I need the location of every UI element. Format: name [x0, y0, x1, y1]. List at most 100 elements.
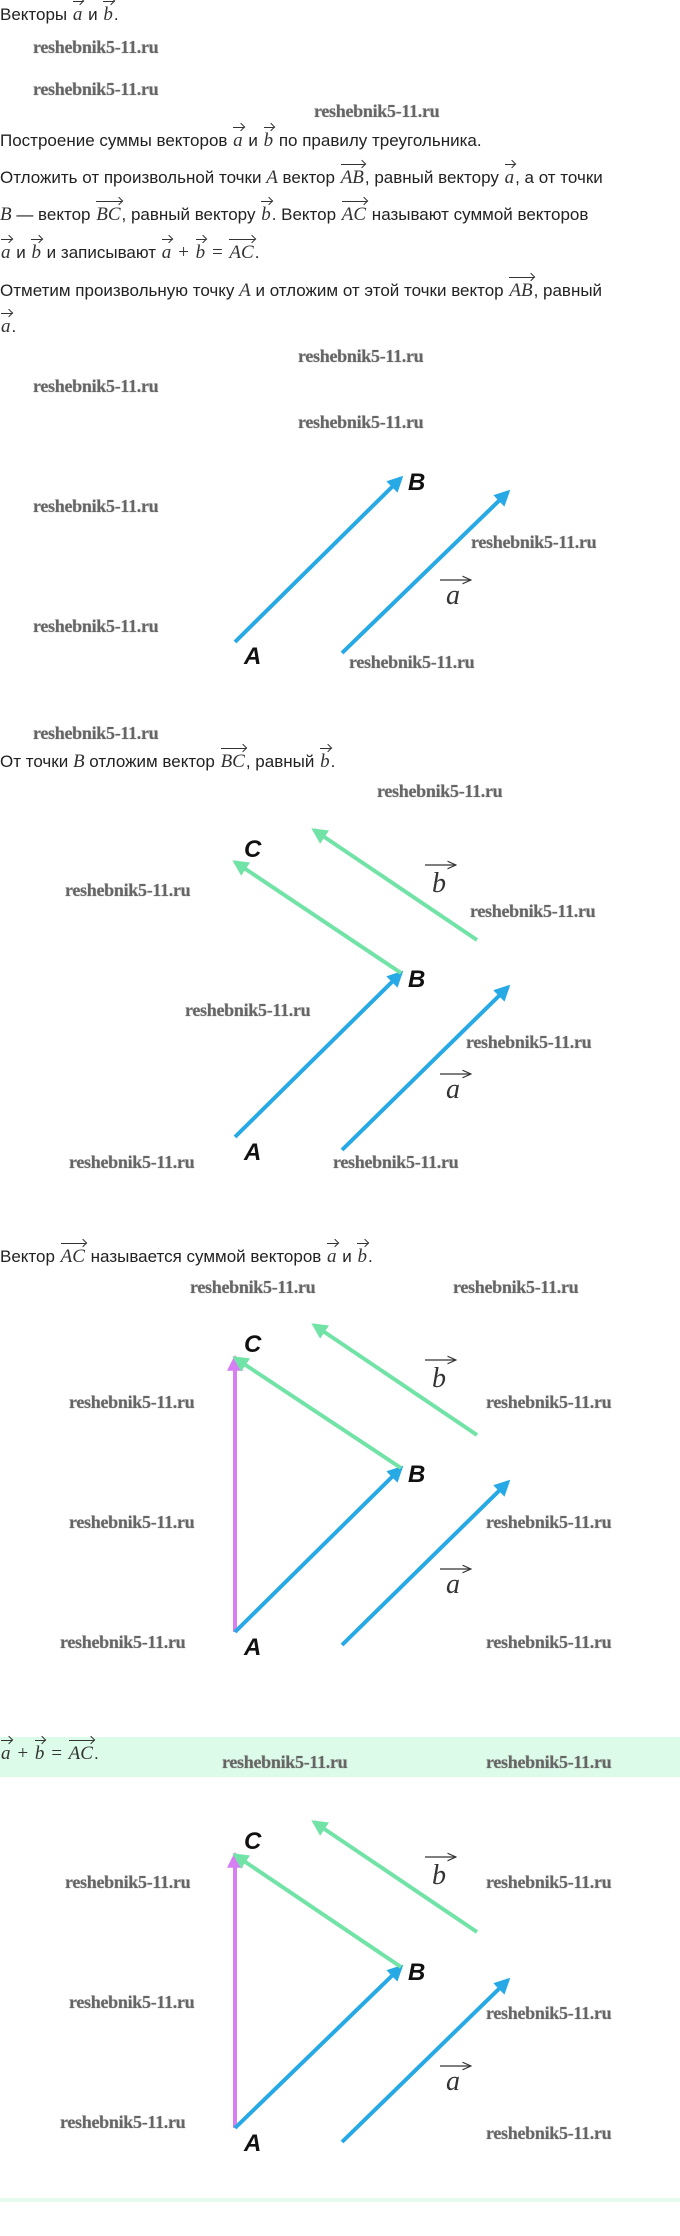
operator: = — [206, 242, 229, 263]
text: вектор — [277, 168, 340, 187]
step1-line-2: a. — [0, 313, 17, 340]
vector-b: b — [261, 201, 272, 225]
vector-ab-arrow — [233, 475, 404, 644]
text: называется суммой векторов — [85, 1247, 327, 1266]
watermark: reshebnik5-11.ru — [33, 376, 159, 396]
result-formula: a + b = AC. — [0, 1740, 99, 1767]
vector-b: b — [34, 1740, 45, 1764]
vector-a: a — [0, 239, 12, 263]
watermark: reshebnik5-11.ru — [69, 1512, 195, 1532]
watermark: reshebnik5-11.ru — [222, 1752, 348, 1772]
watermark: reshebnik5-11.ru — [185, 1000, 311, 1020]
text: . — [367, 1247, 373, 1266]
text: Построение суммы векторов — [0, 131, 233, 150]
vector-ab-arrow — [233, 970, 404, 1139]
rule-line-3: a и b и записывают a + b = AC. — [0, 239, 260, 266]
vector-b: b — [103, 1, 114, 25]
diagram-vector-ab: B A a — [233, 469, 511, 670]
watermark: reshebnik5-11.ru — [314, 101, 440, 121]
text: . — [254, 243, 260, 262]
point-b-label: B — [408, 469, 425, 496]
text: — вектор — [11, 205, 96, 224]
text: , равный — [533, 281, 603, 300]
vector-b: b — [195, 239, 206, 263]
text: Отложить от произвольной точки — [0, 168, 267, 187]
watermark: reshebnik5-11.ru — [33, 79, 159, 99]
point: A — [266, 167, 278, 188]
watermark: reshebnik5-11.ru — [466, 1032, 592, 1052]
vector-b-label: b — [432, 868, 446, 899]
watermark: reshebnik5-11.ru — [298, 412, 424, 432]
text: по правилу треугольника. — [274, 131, 482, 150]
watermark: reshebnik5-11.ru — [33, 37, 159, 57]
watermark: reshebnik5-11.ru — [69, 1992, 195, 2012]
watermark: reshebnik5-11.ru — [486, 1392, 612, 1412]
watermark: reshebnik5-11.ru — [486, 1632, 612, 1652]
watermark: reshebnik5-11.ru — [298, 346, 424, 366]
vector-b: b — [263, 127, 274, 151]
point-a-label: A — [243, 1634, 261, 1661]
vector-bc-arrow — [232, 1356, 403, 1470]
operator: = — [45, 1743, 68, 1764]
watermark: reshebnik5-11.ru — [33, 496, 159, 516]
watermark: reshebnik5-11.ru — [486, 2123, 612, 2143]
step3-line: Вектор AC называется суммой векторов a и… — [0, 1243, 373, 1270]
step1-line-1: Отметим произвольную точку A и отложим о… — [0, 277, 603, 304]
watermark: reshebnik5-11.ru — [486, 1752, 612, 1772]
vector-a-label: a — [446, 1074, 460, 1105]
text: , а от точки — [515, 168, 603, 187]
text: , равный вектору — [121, 205, 261, 224]
watermark: reshebnik5-11.ru — [69, 1392, 195, 1412]
vector-a-label: a — [446, 2066, 460, 2097]
vector-a: a — [504, 164, 515, 188]
vector-a: a — [326, 1243, 338, 1267]
watermark: reshebnik5-11.ru — [65, 880, 191, 900]
watermark: reshebnik5-11.ru — [33, 616, 159, 636]
vector-ac: AC — [60, 1243, 87, 1267]
watermark: reshebnik5-11.ru — [470, 901, 596, 921]
watermark: reshebnik5-11.ru — [486, 1512, 612, 1532]
text: отложим вектор — [84, 752, 220, 771]
vector-a-arrow — [340, 489, 511, 655]
text: , равный — [245, 752, 320, 771]
diagram-result: C B A b a — [227, 1820, 511, 2157]
text: . Вектор — [271, 205, 341, 224]
text: . — [11, 317, 17, 336]
step2-line: От точки B отложим вектор BC, равный b. — [0, 748, 336, 775]
result-bottom-border — [0, 2198, 680, 2202]
vector-b: b — [357, 1243, 368, 1267]
vector-a: a — [72, 1, 83, 25]
vector-ac: AC — [68, 1740, 95, 1764]
watermark: reshebnik5-11.ru — [60, 2112, 186, 2132]
vector-a: a — [0, 313, 12, 337]
vector-a-label: a — [446, 1569, 460, 1600]
watermark: reshebnik5-11.ru — [349, 652, 475, 672]
text: От точки — [0, 752, 73, 771]
point: B — [72, 751, 85, 772]
watermark: reshebnik5-11.ru — [60, 1632, 186, 1652]
vector-a-arrow — [340, 1977, 511, 2144]
point-b-label: B — [408, 1461, 425, 1488]
watermark: reshebnik5-11.ru — [190, 1277, 316, 1297]
point: B — [0, 204, 12, 225]
watermark: reshebnik5-11.ru — [453, 1277, 579, 1297]
vector-b-arrow — [311, 1323, 479, 1437]
point-b-label: B — [408, 1959, 425, 1986]
point: A — [239, 280, 251, 301]
point-a-label: A — [243, 1139, 261, 1166]
text: , равный вектору — [364, 168, 504, 187]
vector-b-arrow — [311, 828, 479, 942]
vector-ab-arrow — [233, 1964, 404, 2130]
text: . — [113, 5, 119, 24]
watermark: reshebnik5-11.ru — [471, 532, 597, 552]
text: . — [330, 752, 336, 771]
text: и — [83, 5, 103, 24]
point-c-label: C — [244, 1828, 262, 1855]
text: Отметим произвольную точку — [0, 281, 240, 300]
watermark: reshebnik5-11.ru — [69, 1152, 195, 1172]
point-b-label: B — [408, 966, 425, 993]
section-title: Построение суммы векторов a и b по прави… — [0, 127, 482, 154]
vector-ac: AC — [341, 201, 368, 225]
point-c-label: C — [244, 836, 262, 863]
result-highlight — [0, 1737, 680, 1777]
